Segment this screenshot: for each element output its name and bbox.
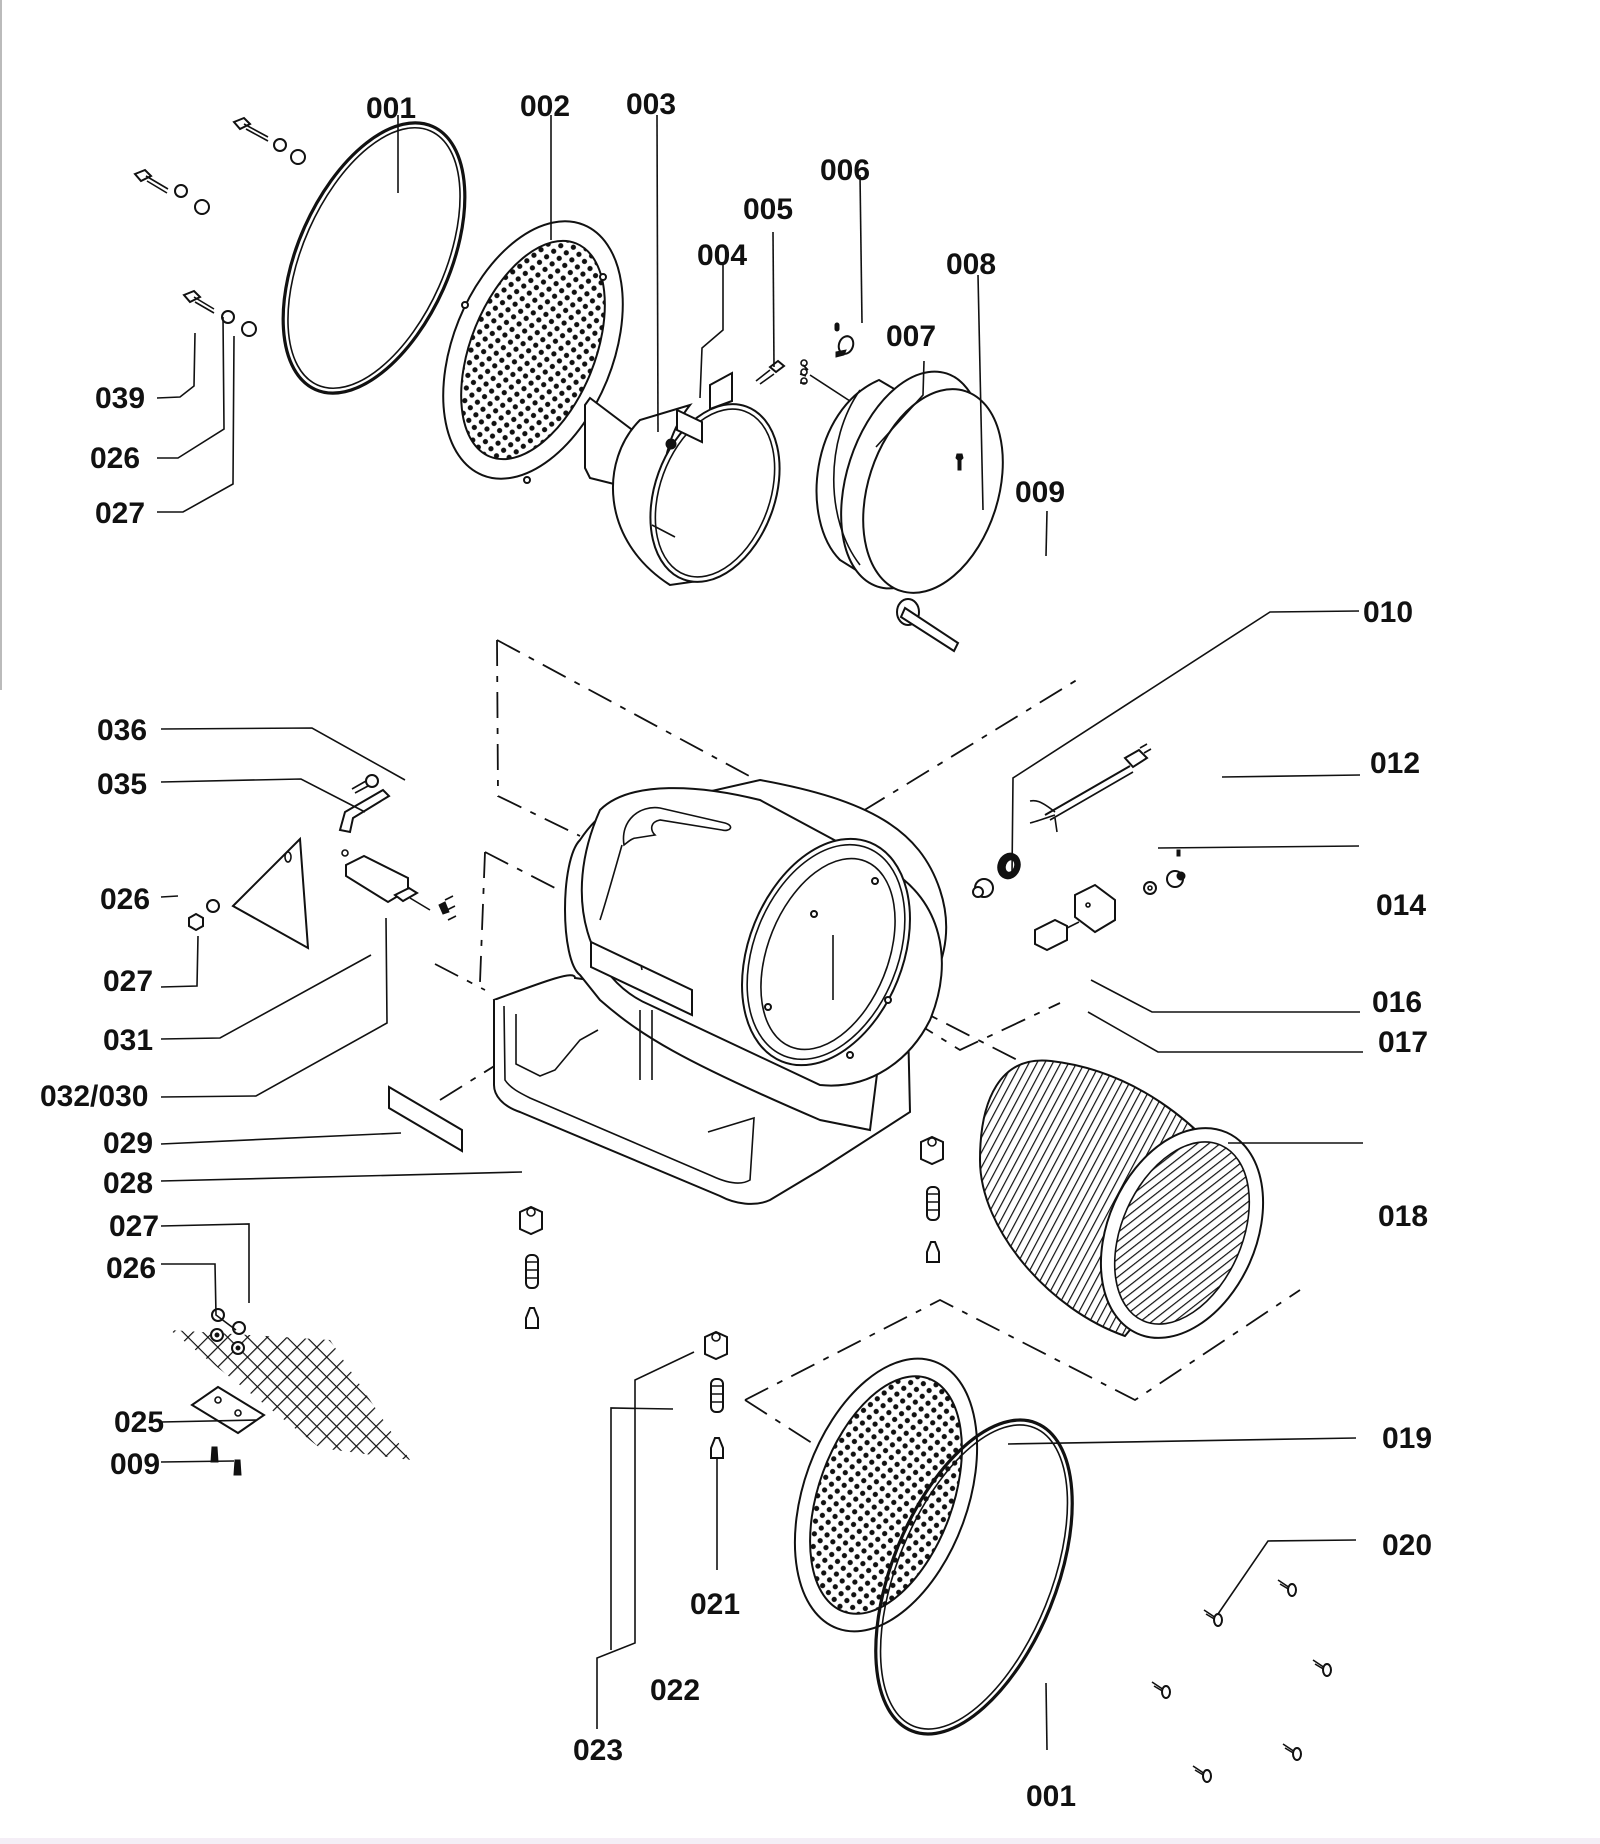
callout-032-030: 032/030	[40, 1080, 148, 1113]
leader-lines	[156, 114, 1363, 1751]
grille-screws	[1151, 1579, 1332, 1783]
callout-028: 028	[103, 1167, 153, 1200]
callout-009-plate: 009	[110, 1448, 160, 1481]
strap-screw-icon	[351, 774, 379, 794]
mesh-strip	[170, 1330, 410, 1460]
nut-icon	[194, 199, 210, 215]
bolt-icon	[182, 289, 215, 314]
wire-connectors	[438, 895, 457, 921]
front-grille	[793, 1357, 979, 1633]
callout-009: 009	[1015, 476, 1065, 509]
power-cord	[1029, 743, 1152, 833]
washer-icon	[174, 184, 188, 198]
callout-019: 019	[1382, 1422, 1432, 1455]
washer-icon	[206, 899, 220, 913]
bolt-icon	[232, 116, 269, 142]
washer-icon	[273, 138, 287, 152]
switch-knob	[1143, 849, 1186, 895]
callout-027-bottom: 027	[109, 1210, 159, 1243]
callout-010: 010	[1363, 596, 1413, 629]
callout-027-mid: 027	[103, 965, 153, 998]
nut-icon	[290, 149, 306, 165]
foot-assembly-right	[920, 1135, 944, 1263]
label-plate	[388, 1085, 463, 1153]
callout-005: 005	[743, 193, 793, 226]
motor-mount-band	[584, 371, 781, 587]
callout-021: 021	[690, 1588, 740, 1621]
callout-022: 022	[650, 1674, 700, 1707]
bolt-icon	[133, 168, 169, 194]
rotary-switch	[1034, 918, 1080, 952]
callout-023: 023	[573, 1734, 623, 1767]
page-bottom-strip	[0, 1838, 1600, 1844]
callout-008: 008	[946, 248, 996, 281]
capacitor-strap	[338, 788, 391, 857]
callout-002: 002	[520, 90, 570, 123]
callout-017: 017	[1378, 1026, 1428, 1059]
small-screw-icon	[834, 322, 840, 332]
callout-labels: 001 002 003 004 005 006 007 008 009 010 …	[40, 88, 1432, 1813]
foot-assembly-left	[519, 1205, 543, 1329]
blower-wheel	[978, 1059, 1265, 1339]
callout-016: 016	[1372, 986, 1422, 1019]
gasket-ring-rear	[281, 121, 467, 395]
blower-housing	[492, 778, 948, 1205]
capacitor	[345, 854, 431, 911]
callout-020: 020	[1382, 1529, 1432, 1562]
callout-018: 018	[1378, 1200, 1428, 1233]
triangle-plate	[231, 836, 310, 950]
plate-screws	[210, 1446, 242, 1476]
callout-006: 006	[820, 154, 870, 187]
callout-026-top: 026	[90, 442, 140, 475]
bolt-set-top	[133, 116, 306, 337]
callout-007: 007	[886, 320, 936, 353]
callout-001-front: 001	[1026, 1780, 1076, 1813]
page-edge	[0, 0, 2, 690]
set-screw-icon	[955, 453, 964, 471]
mesh-plate	[190, 1385, 266, 1435]
mount-screw-icon	[755, 359, 786, 385]
motor	[799, 359, 1004, 653]
callout-029: 029	[103, 1127, 153, 1160]
callout-026-bottom: 026	[106, 1252, 156, 1285]
foot-assembly-bottom	[704, 1330, 728, 1459]
rear-grille	[442, 220, 624, 484]
strain-relief	[972, 852, 1021, 898]
cable-clamp-icon	[835, 335, 855, 358]
callout-001: 001	[366, 92, 416, 125]
callout-003: 003	[626, 88, 676, 121]
nut-icon	[241, 321, 257, 337]
callout-004: 004	[697, 239, 747, 272]
callout-026-mid: 026	[100, 883, 150, 916]
callout-036: 036	[97, 714, 147, 747]
callout-025: 025	[114, 1406, 164, 1439]
switch-plate	[1074, 883, 1116, 934]
nut-icon	[188, 912, 204, 932]
callout-031: 031	[103, 1024, 153, 1057]
gasket-ring-front	[874, 1418, 1074, 1736]
callout-035: 035	[97, 768, 147, 801]
callout-039: 039	[95, 382, 145, 415]
callout-014: 014	[1376, 889, 1426, 922]
washer-icon	[221, 310, 235, 324]
callout-027-top: 027	[95, 497, 145, 530]
callout-012: 012	[1370, 747, 1420, 780]
